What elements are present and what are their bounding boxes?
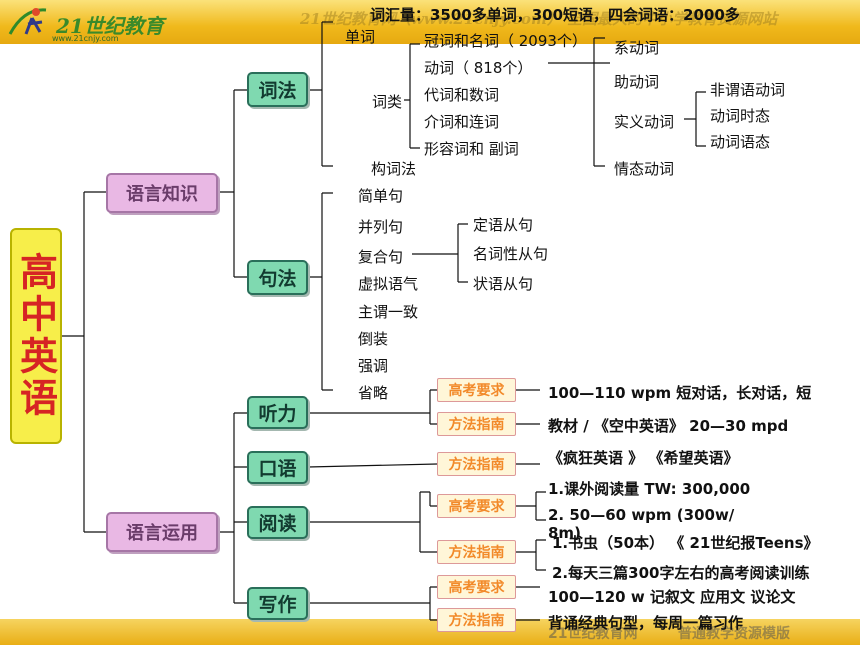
- root-label: 高中英语: [13, 252, 59, 420]
- yuedu-guide-text-1: 1.书虫（50本） 《 21世纪报Teens》: [552, 534, 819, 552]
- yuedu-req-text-3: 8m): [548, 524, 581, 542]
- tingli-guide-text: 教材 / 《空中英语》 20—30 mpd: [548, 417, 789, 435]
- branch-knowledge[interactable]: 语言知识: [106, 173, 218, 213]
- tingli-guide-tag[interactable]: 方法指南: [437, 412, 516, 436]
- vocab-summary: 词汇量：3500多单词，300短语，四会词语：2000多: [370, 6, 740, 24]
- kouyu-guide-text: 《疯狂英语 》 《希望英语》: [548, 449, 739, 467]
- yuedu-guide-tag[interactable]: 方法指南: [437, 540, 516, 564]
- yuedu-req-tag[interactable]: 高考要求: [437, 494, 516, 518]
- jufa-item-2: 复合句: [358, 248, 404, 266]
- node-kouyu-label: 口语: [258, 458, 297, 480]
- tingli-req-tag-label: 高考要求: [448, 383, 505, 399]
- branch-usage-label: 语言运用: [126, 523, 198, 544]
- kouyu-guide-tag-label: 方法指南: [448, 457, 505, 473]
- verb-type-3: 情态动词: [614, 160, 675, 178]
- branch-usage[interactable]: 语言运用: [106, 512, 218, 552]
- verb-type-2: 实义动词: [614, 113, 675, 131]
- node-xiezuo-label: 写作: [258, 594, 297, 616]
- node-yuedu-label: 阅读: [258, 513, 297, 535]
- jufa-item-1: 并列句: [358, 218, 404, 236]
- fuhe-sub-2: 状语从句: [473, 275, 534, 293]
- jufa-item-6: 强调: [358, 357, 389, 375]
- jufa-item-0: 简单句: [358, 187, 404, 205]
- xiezuo-req-tag-label: 高考要求: [448, 580, 505, 596]
- footer-right-text: 普通教学资源模版: [678, 626, 790, 642]
- class-item-0: 冠词和名词（ 2093个）: [424, 32, 587, 50]
- cifa-cilei: 词类: [372, 93, 403, 111]
- yuedu-guide-text-2: 2.每天三篇300字左右的高考阅读训练: [552, 564, 810, 582]
- header-bar: 21世纪教育 www.21cnjy.com: [0, 0, 860, 44]
- site-logo[interactable]: 21世纪教育 www.21cnjy.com: [6, 4, 166, 43]
- fuhe-sub-0: 定语从句: [473, 216, 534, 234]
- node-kouyu[interactable]: 口语: [247, 451, 308, 484]
- yuedu-req-text-1: 1.课外阅读量 TW: 300,000: [548, 480, 751, 498]
- class-item-4: 形容词和 副词: [424, 140, 519, 158]
- xiezuo-req-text: 100—120 w 记叙文 应用文 议论文: [548, 588, 796, 606]
- xiezuo-guide-tag[interactable]: 方法指南: [437, 608, 516, 632]
- fuhe-sub-1: 名词性从句: [473, 245, 549, 263]
- node-jufa[interactable]: 句法: [247, 260, 308, 295]
- node-cifa-label: 词法: [258, 80, 297, 102]
- xiezuo-guide-text: 背诵经典句型，每周一篇习作: [548, 614, 744, 632]
- cifa-danci: 单词: [345, 28, 376, 46]
- logo-url: www.21cnjy.com: [52, 34, 119, 43]
- footer-left-text: 21世纪教育网: [548, 626, 638, 642]
- class-item-3: 介词和连词: [424, 113, 500, 131]
- yuedu-req-tag-label: 高考要求: [448, 499, 505, 515]
- shiyi-sub-0: 非谓语动词: [710, 81, 786, 99]
- node-xiezuo[interactable]: 写作: [247, 587, 308, 620]
- logo-text: 21世纪教育: [56, 14, 164, 38]
- node-tingli-label: 听力: [258, 403, 297, 425]
- jufa-item-3: 虚拟语气: [358, 275, 419, 293]
- header-watermark: 21世纪教育网（www.21cnjy.com） 全国最大的中小学教育资源网站: [300, 10, 778, 28]
- jufa-item-4: 主谓一致: [358, 303, 419, 321]
- verb-type-0: 系动词: [614, 39, 660, 57]
- node-jufa-label: 句法: [258, 268, 297, 290]
- class-item-2: 代词和数词: [424, 86, 500, 104]
- jufa-item-5: 倒装: [358, 330, 389, 348]
- node-tingli[interactable]: 听力: [247, 396, 308, 429]
- xiezuo-req-tag[interactable]: 高考要求: [437, 575, 516, 599]
- xiezuo-guide-tag-label: 方法指南: [448, 613, 505, 629]
- node-yuedu[interactable]: 阅读: [247, 506, 308, 539]
- kouyu-guide-tag[interactable]: 方法指南: [437, 452, 516, 476]
- tingli-guide-tag-label: 方法指南: [448, 417, 505, 433]
- jufa-item-7: 省略: [358, 384, 389, 402]
- yuedu-guide-tag-label: 方法指南: [448, 545, 505, 561]
- class-item-1: 动词（ 818个）: [424, 59, 533, 77]
- verb-type-1: 助动词: [614, 73, 660, 91]
- tingli-req-tag[interactable]: 高考要求: [437, 378, 516, 402]
- root-node[interactable]: 高中英语: [10, 228, 62, 444]
- shiyi-sub-2: 动词语态: [710, 133, 771, 151]
- tingli-req-text: 100—110 wpm 短对话，长对话，短: [548, 384, 812, 402]
- branch-knowledge-label: 语言知识: [126, 184, 198, 205]
- yuedu-req-text-2: 2. 50—60 wpm (300w/: [548, 506, 735, 524]
- cifa-goucifa: 构词法: [371, 160, 417, 178]
- node-cifa[interactable]: 词法: [247, 72, 308, 107]
- footer-bar: [0, 619, 860, 645]
- logo-figure-icon: [8, 8, 47, 35]
- shiyi-sub-1: 动词时态: [710, 107, 771, 125]
